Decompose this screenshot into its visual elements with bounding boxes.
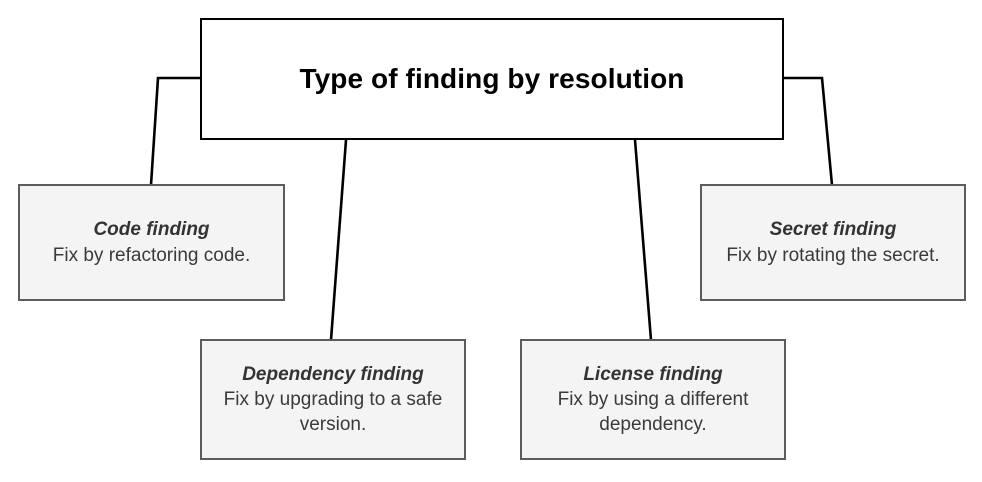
edge-root-to-license [633,139,653,341]
node-dependency-finding-title: Dependency finding [242,363,424,385]
node-secret-finding-description: Fix by rotating the secret. [726,244,940,266]
node-code-finding-description: Fix by refactoring code. [52,244,251,266]
node-dependency-finding: Dependency finding Fix by upgrading to a… [200,339,466,460]
node-dependency-finding-description: Fix by upgrading to a safe version. [223,388,443,436]
edge-root-to-code [149,76,200,186]
node-secret-finding-title: Secret finding [769,219,897,241]
root-node-type-of-finding: Type of finding by resolution [200,18,784,140]
node-license-finding-description: Fix by using a different dependency. [557,388,749,436]
edge-root-to-dependency [329,139,348,341]
node-license-finding-title: License finding [583,363,723,385]
node-code-finding: Code finding Fix by refactoring code. [18,184,285,301]
edge-root-to-secret [784,76,834,186]
node-license-finding: License finding Fix by using a different… [520,339,786,460]
node-secret-finding: Secret finding Fix by rotating the secre… [700,184,966,301]
root-node-title: Type of finding by resolution [299,63,685,95]
node-code-finding-title: Code finding [93,219,210,241]
